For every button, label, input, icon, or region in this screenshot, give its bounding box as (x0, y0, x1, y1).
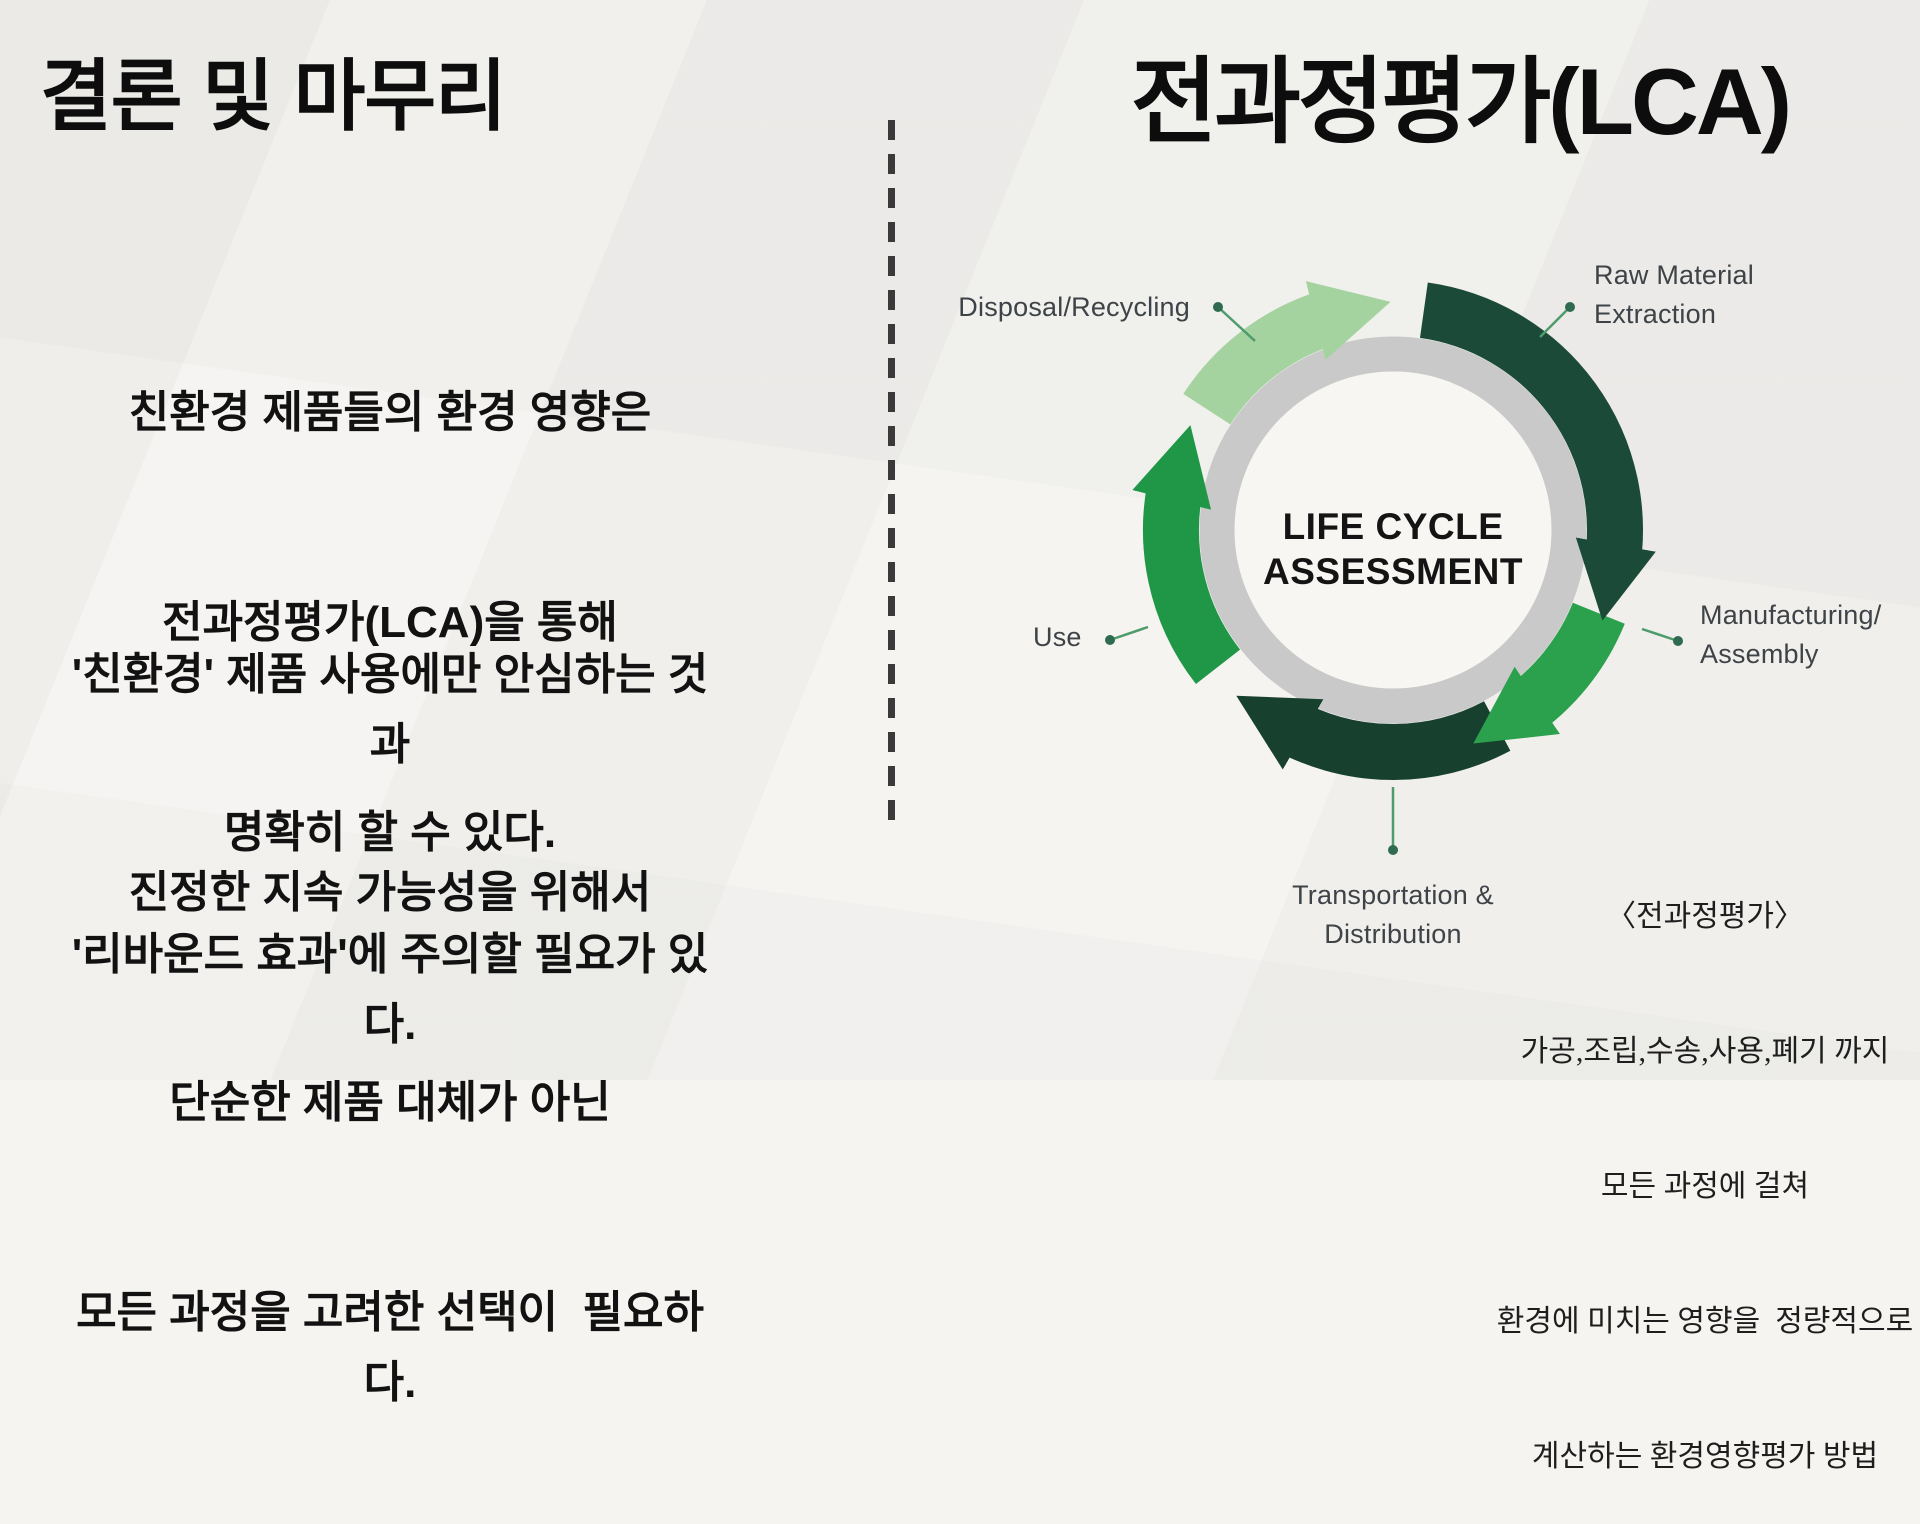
stage-label-line: Manufacturing/ (1700, 600, 1882, 630)
stage-label-transportation-distribution: Transportation & Distribution (1243, 876, 1543, 954)
right-panel-title: 전과정평가(LCA) (1130, 49, 1792, 154)
lca-definition-annotation: 〈전과정평가〉 가공,조립,수송,사용,폐기 까지 모든 과정에 걸쳐 환경에 … (1475, 804, 1920, 1524)
connector-manufacturing (1641, 627, 1679, 643)
stage-label-disposal-recycling: Disposal/Recycling (958, 292, 1190, 322)
paragraph-line: '친환경' 제품 사용에만 안심하는 것과 (71, 650, 709, 769)
arc-transportation (1236, 695, 1511, 780)
conclusion-paragraph-1: 친환경 제품들의 환경 영향은 전과정평가(LCA)을 통해 명확히 할 수 있… (55, 238, 725, 938)
left-panel-title: 결론 및 마무리 (40, 52, 507, 140)
annotation-line: 모든 과정에 걸쳐 (1600, 1170, 1810, 1203)
paragraph-line: 단순한 제품 대체가 아닌 (169, 1078, 611, 1127)
life-cycle-diagram (1105, 281, 1683, 855)
arc-disposal (1183, 281, 1391, 425)
diagram-center-label: LIFE CYCLE ASSESSMENT (1243, 504, 1543, 594)
arc-manufacturing (1473, 602, 1625, 744)
paragraph-line: 전과정평가(LCA)을 통해 (162, 598, 618, 647)
vertical-dashed-divider (888, 120, 895, 832)
paragraph-line: 명확히 할 수 있다. (223, 808, 557, 857)
connector-dot-transportation (1388, 845, 1398, 855)
annotation-line: 환경에 미치는 영향을 정량적으로 (1496, 1305, 1914, 1338)
connector-dot-disposal (1213, 302, 1223, 312)
center-label-line: LIFE CYCLE (1282, 506, 1504, 547)
conclusion-paragraph-3: 진정한 지속 가능성을 위해서 단순한 제품 대체가 아닌 모든 과정을 고려한… (55, 718, 725, 1488)
connector-disposal (1217, 306, 1256, 342)
inner-circle (1233, 370, 1553, 690)
annotation-line: 계산하는 환경영향평가 방법 (1531, 1440, 1879, 1473)
stage-label-line: Distribution (1324, 919, 1462, 949)
connector-dot-raw-material (1565, 302, 1575, 312)
conclusion-paragraph-2: '친환경' 제품 사용에만 안심하는 것과 '리바운드 효과'에 주의할 필요가… (55, 500, 725, 1130)
paragraph-line: 친환경 제품들의 환경 영향은 (128, 388, 652, 437)
gray-ring (1199, 336, 1587, 724)
center-label-line: ASSESSMENT (1263, 551, 1523, 592)
connector-dot-use (1105, 635, 1115, 645)
annotation-line: 〈전과정평가〉 (1606, 900, 1804, 933)
stage-label-use: Use (1033, 622, 1082, 652)
annotation-line: 가공,조립,수송,사용,폐기 까지 (1520, 1035, 1890, 1068)
connector-dot-manufacturing (1673, 636, 1683, 646)
paragraph-line: 모든 과정을 고려한 선택이 필요하다. (76, 1288, 704, 1407)
stage-label-line: Raw Material (1594, 260, 1754, 290)
connector-raw-material (1539, 306, 1571, 338)
stage-label-line: Extraction (1594, 299, 1717, 329)
stage-label-line: Transportation & (1292, 880, 1494, 910)
paragraph-line: '리바운드 효과'에 주의할 필요가 있다. (71, 930, 709, 1049)
stage-label-manufacturing-assembly: Manufacturing/ Assembly (1700, 596, 1881, 674)
connector-use (1109, 625, 1149, 642)
paragraph-line: 진정한 지속 가능성을 위해서 (128, 868, 652, 917)
stage-label-line: Assembly (1700, 639, 1819, 669)
arc-raw-material (1419, 282, 1656, 621)
arc-use (1132, 425, 1241, 685)
stage-label-raw-material-extraction: Raw Material Extraction (1594, 256, 1754, 334)
